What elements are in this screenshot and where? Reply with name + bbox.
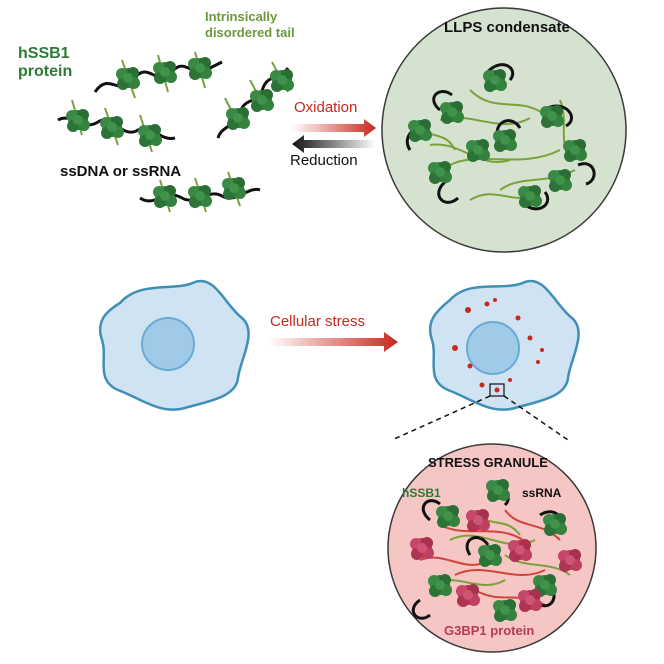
protein-word-label: protein: [18, 63, 73, 80]
reduction-arrow: [292, 135, 376, 153]
llps-condensate: [381, 7, 627, 253]
granule-hssb1-label: hSSB1: [402, 486, 441, 500]
stress-granule: [387, 443, 597, 653]
oxidation-label: Oxidation: [294, 99, 358, 116]
condensate-title: LLPS condensate: [444, 19, 570, 36]
cellular-stress-label: Cellular stress: [270, 313, 366, 330]
cellular-stress-arrow: [268, 332, 398, 352]
reduction-label: Reduction: [290, 152, 358, 169]
normal-cell: [98, 279, 250, 411]
stressed-cell: [428, 279, 580, 411]
zoom-line-right: [503, 395, 569, 441]
nucleic-acid-label: ssDNA or ssRNA: [60, 163, 182, 180]
oxidation-arrow: [292, 119, 376, 137]
tail-label-line1: Intrinsically: [205, 9, 278, 24]
dna-chain-3: [216, 61, 294, 139]
zoom-line-left: [391, 395, 491, 441]
granule-g3bp1-label: G3BP1 protein: [444, 623, 535, 638]
tail-label-line2: disordered tail: [205, 25, 295, 40]
nucleus: [141, 317, 195, 371]
stress-granule-title: STRESS GRANULE: [428, 455, 548, 470]
dna-chain-1: [93, 51, 223, 99]
granule-ssrna-label: ssRNA: [522, 486, 562, 500]
hssb1-label: hSSB1: [18, 45, 70, 62]
nucleus: [466, 321, 520, 375]
dna-chain-2: [57, 99, 176, 153]
dna-chain-4: [139, 171, 261, 213]
